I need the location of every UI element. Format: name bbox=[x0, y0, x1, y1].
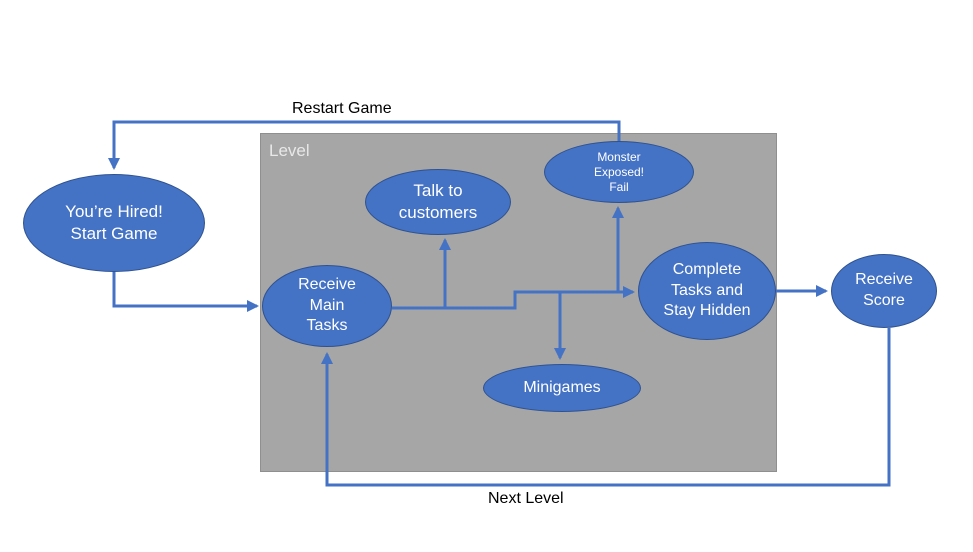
node-label: Receive Score bbox=[855, 271, 913, 309]
node-complete-tasks-stay-hidden[interactable]: Complete Tasks and Stay Hidden bbox=[638, 242, 776, 340]
level-label: Level bbox=[269, 141, 310, 160]
node-talk-to-customers[interactable]: Talk to customers bbox=[365, 169, 511, 235]
node-youre-hired-start-game[interactable]: You’re Hired! Start Game bbox=[23, 174, 205, 272]
node-label: Complete Tasks and Stay Hidden bbox=[663, 261, 751, 320]
node-receive-score[interactable]: Receive Score bbox=[831, 254, 937, 328]
node-label: You’re Hired! Start Game bbox=[65, 201, 163, 243]
edge-start-game bbox=[112, 272, 259, 312]
node-label: Minigames bbox=[523, 378, 601, 396]
node-monster-exposed-fail[interactable]: Monster Exposed! Fail bbox=[544, 141, 694, 203]
node-receive-main-tasks[interactable]: Receive Main Tasks bbox=[262, 265, 392, 347]
edge-next-level bbox=[321, 328, 891, 487]
node-minigames[interactable]: Minigames bbox=[483, 364, 641, 412]
node-label: Monster Exposed! Fail bbox=[593, 149, 645, 194]
edge-restart-game bbox=[108, 120, 621, 170]
node-label: Talk to customers bbox=[398, 180, 478, 222]
edge-main-to-complete bbox=[392, 286, 635, 310]
edge-label-next-level: Next Level bbox=[488, 490, 564, 507]
edge-label-restart-game: Restart Game bbox=[292, 100, 392, 117]
node-label: Receive Main Tasks bbox=[298, 276, 356, 335]
